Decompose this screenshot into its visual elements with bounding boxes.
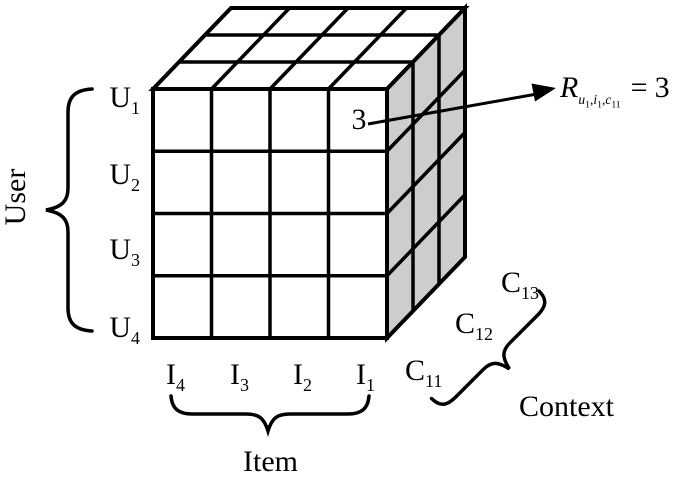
formula-symbol: R [560, 71, 579, 104]
item-tick-i4: I4 [166, 358, 185, 395]
highlighted-cell-value: 3 [351, 103, 367, 136]
rating-formula: Ru1,i1,c11=3 [560, 71, 670, 111]
user-axis-brace [45, 87, 94, 333]
context-axis-brace [429, 289, 547, 406]
item-axis-brace [169, 394, 371, 437]
item-tick-i3: I3 [230, 358, 249, 395]
user-tick-u3: U3 [109, 233, 140, 270]
formula-equals: = [630, 71, 648, 104]
context-axis-title: Context [519, 390, 614, 423]
formula-value: 3 [654, 71, 670, 104]
user-tick-u4: U4 [109, 311, 140, 348]
user-tick-u2: U2 [109, 158, 140, 195]
context-tick-c11: C11 [405, 354, 443, 391]
arrowhead-icon [531, 83, 556, 102]
user-tick-u1: U1 [109, 81, 140, 118]
annotation-arrow [367, 83, 556, 126]
item-tick-i2: I2 [293, 358, 312, 395]
context-tick-c12: C12 [455, 307, 494, 344]
user-axis-title: User [0, 168, 32, 226]
item-axis-title: Item [243, 445, 298, 478]
cube-front-face [151, 87, 389, 340]
item-tick-i1: I1 [356, 358, 375, 395]
context-tick-c13: C13 [501, 266, 540, 303]
